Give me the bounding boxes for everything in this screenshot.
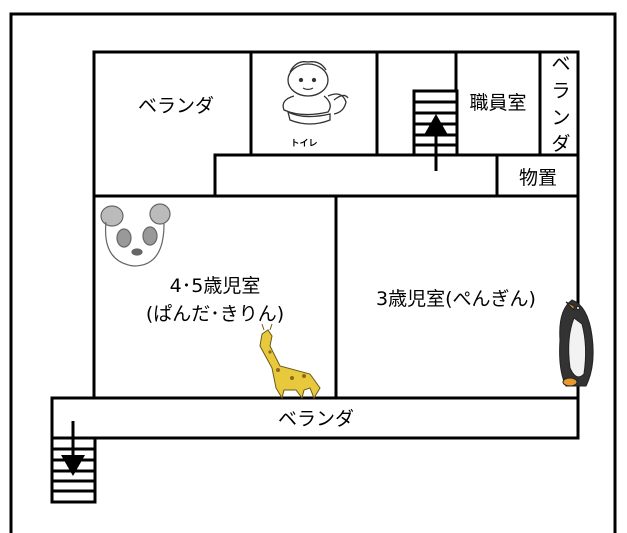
- veranda-side-char: ラ: [551, 80, 570, 102]
- building-outline: [9, 12, 617, 533]
- giraffe-drawing-icon: [259, 323, 321, 400]
- veranda-bottom-label: ベランダ: [278, 408, 354, 430]
- room-45-label-line2: (ぱんだ･きりん): [146, 303, 284, 325]
- veranda-top-label: ベランダ: [138, 95, 214, 117]
- storage-label: 物置: [519, 167, 557, 189]
- veranda-side-char: ン: [551, 107, 570, 129]
- child-on-toilet-icon: [282, 61, 349, 125]
- room-3-label: 3歳児室(ぺんぎん): [376, 288, 536, 310]
- penguin-drawing-icon: [559, 299, 594, 387]
- veranda-bottom-corridor: [50, 396, 580, 440]
- down-arrow-icon: [61, 421, 85, 476]
- veranda-side-char: ベ: [551, 53, 570, 75]
- panda-drawing-icon: [100, 203, 171, 267]
- veranda-side-char: ダ: [551, 133, 570, 155]
- veranda-side-label: ベ ラ ン ダ: [551, 53, 570, 155]
- up-arrow-icon: [424, 114, 448, 171]
- staff-room-label: 職員室: [469, 92, 526, 114]
- top-room-row: [92, 50, 580, 198]
- room-45-label-line1: 4･5歳児室: [170, 275, 261, 297]
- toilet-label: トイレ: [290, 138, 317, 149]
